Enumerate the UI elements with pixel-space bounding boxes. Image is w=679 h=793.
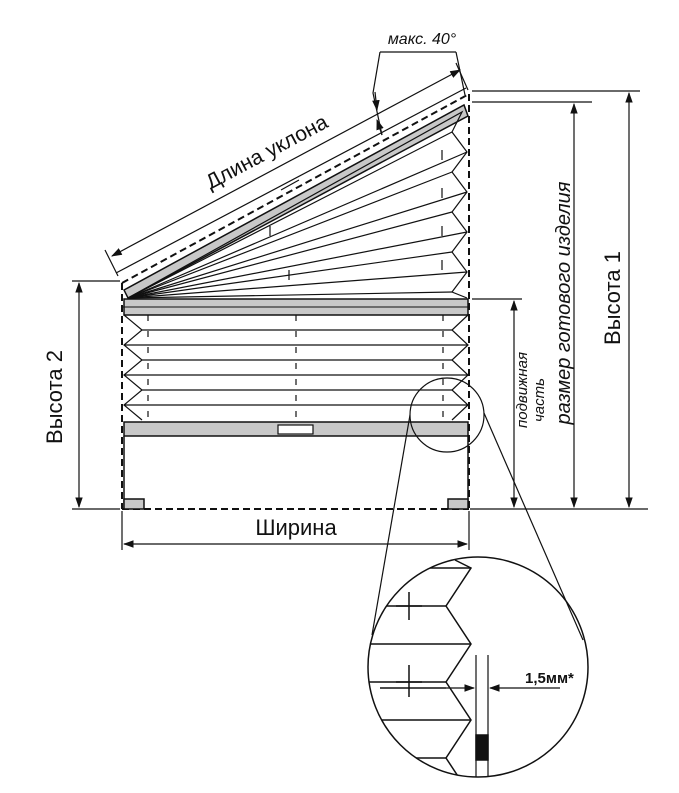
finished-size-label: размер готового изделия <box>553 181 575 425</box>
height-2-dimension <box>72 280 120 510</box>
middle-rail <box>122 298 469 316</box>
gap-label: 1,5мм* <box>525 670 574 687</box>
slope-length-label: Длина уклона <box>202 110 332 194</box>
max-angle-label: макс. 40° <box>388 31 457 48</box>
max-angle-dimension <box>372 51 466 136</box>
movable-part-label-line2: часть <box>531 378 548 422</box>
lower-pleats <box>123 314 469 422</box>
height-1-dimension <box>470 90 648 510</box>
width-dimension <box>121 511 470 550</box>
finished-size-dimension <box>472 101 592 509</box>
bottom-rail <box>123 421 469 437</box>
detail-callout <box>367 377 589 778</box>
movable-part-label-line1: подвижная <box>514 352 531 428</box>
width-label: Ширина <box>255 515 337 540</box>
height-2-label: Высота 2 <box>42 350 67 444</box>
slope-length-dimension <box>104 62 469 277</box>
window-outline <box>121 93 470 510</box>
height-1-label: Высота 1 <box>600 251 625 345</box>
movable-part-dimension <box>472 298 522 509</box>
window-frame <box>123 436 469 510</box>
